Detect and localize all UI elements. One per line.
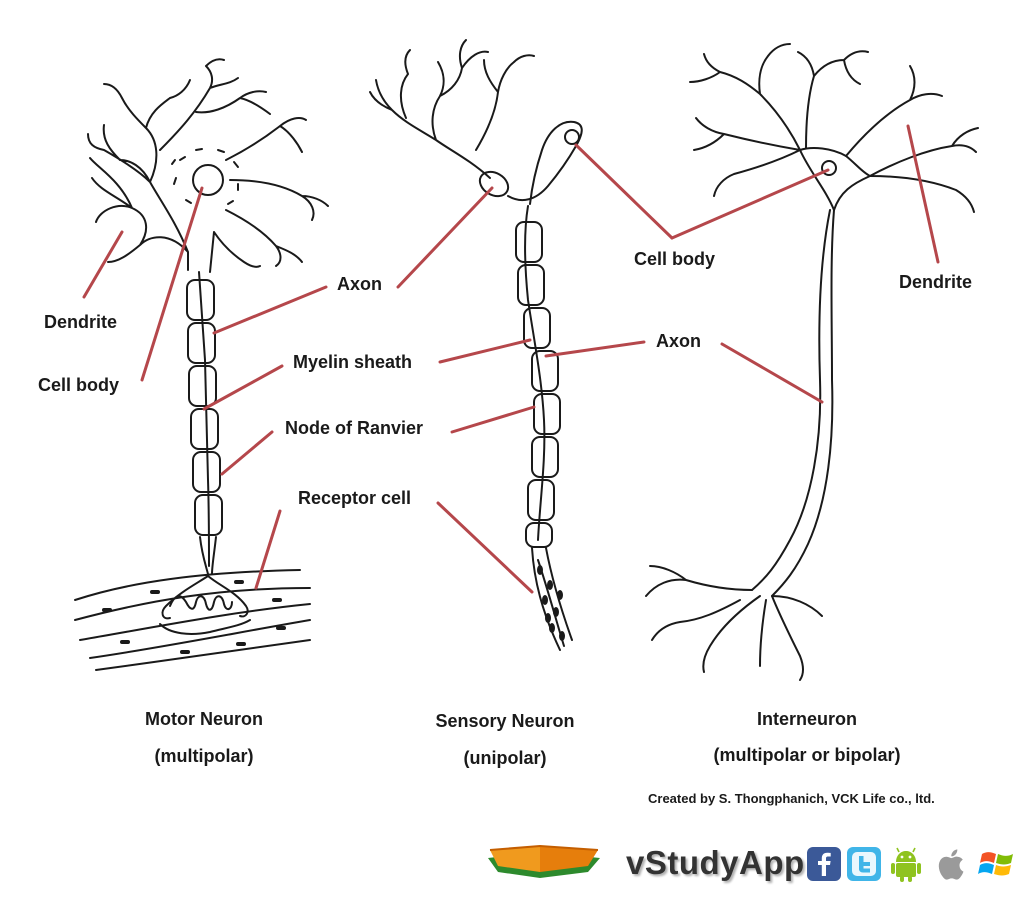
motor-neuron-drawing <box>74 58 329 671</box>
apple-icon[interactable] <box>932 844 972 884</box>
caption-interneuron: Interneuron <box>756 709 857 729</box>
interneuron-drawing <box>645 43 979 681</box>
caption-sensory-neuron: Sensory Neuron <box>435 711 575 731</box>
label-axon-motor: Axon <box>337 274 382 294</box>
book-logo-icon <box>488 844 600 878</box>
credit-line: Created by S. Thongphanich, VCK Life co.… <box>648 791 935 806</box>
caption-motor-neuron-type: (multipolar) <box>154 746 254 766</box>
label-myelin-sheath: Myelin sheath <box>293 352 413 372</box>
label-receptor-cell: Receptor cell <box>298 488 412 508</box>
label-dendrite-motor: Dendrite <box>44 312 118 332</box>
sensory-neuron-drawing <box>369 39 583 651</box>
brand-name: vStudyApp <box>626 844 805 881</box>
facebook-icon[interactable] <box>806 846 842 882</box>
label-cell-body-motor: Cell body <box>38 375 120 395</box>
label-cell-body-sensory: Cell body <box>634 249 716 269</box>
label-dendrite-interneuron: Dendrite <box>899 272 973 292</box>
android-icon[interactable] <box>886 844 926 884</box>
caption-motor-neuron: Motor Neuron <box>145 709 263 729</box>
twitter-icon[interactable] <box>846 846 882 882</box>
windows-icon[interactable] <box>978 846 1016 882</box>
caption-sensory-neuron-type: (unipolar) <box>463 748 547 768</box>
label-node-of-ranvier: Node of Ranvier <box>285 418 424 438</box>
leader-lines <box>82 124 940 594</box>
caption-interneuron-type: (multipolar or bipolar) <box>713 745 901 765</box>
label-axon-sensory: Axon <box>656 331 701 351</box>
